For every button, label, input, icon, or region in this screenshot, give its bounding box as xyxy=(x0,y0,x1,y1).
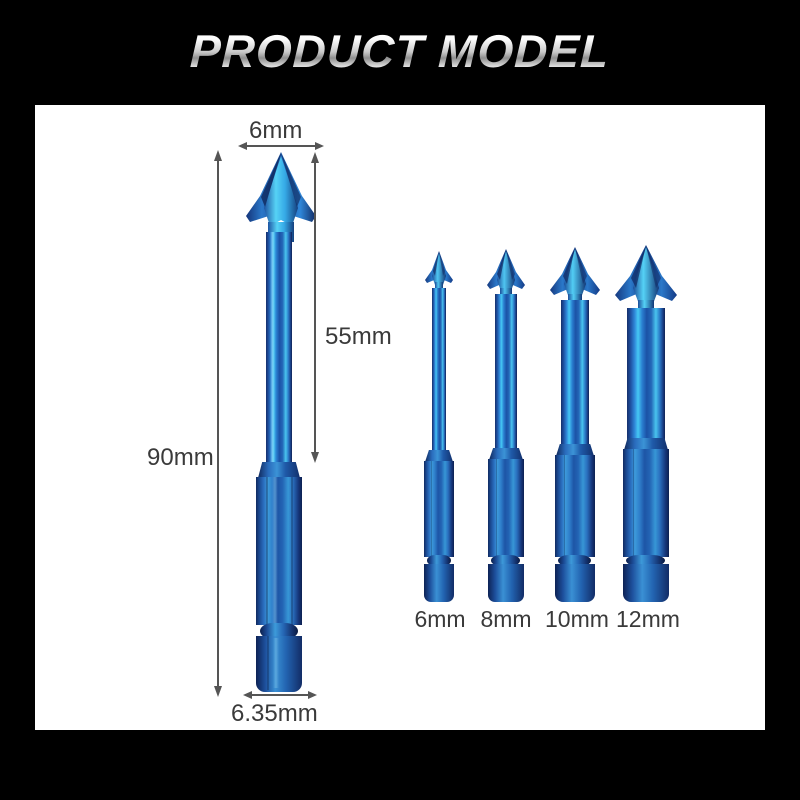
dimension-label-tip-width: 6mm xyxy=(249,117,303,144)
dimension-label-flute-length: 55mm xyxy=(325,323,392,350)
hex-shank-8mm xyxy=(488,459,524,557)
shank-shoulder-12mm xyxy=(624,438,668,450)
hex-facet-6mm xyxy=(431,461,433,557)
hex-shank xyxy=(256,477,302,625)
end-facet-line xyxy=(267,636,269,690)
dimension-line-tip-width xyxy=(243,145,317,147)
drill-shaft-10mm xyxy=(561,300,589,448)
size-label-8mm: 8mm xyxy=(480,606,532,632)
hex-facet-line-right xyxy=(291,477,293,625)
retaining-groove-12mm xyxy=(626,555,665,566)
drill-tip xyxy=(246,152,316,242)
shank-end-6mm xyxy=(424,564,454,602)
dimension-line-shank-width xyxy=(248,694,310,696)
retaining-groove-10mm xyxy=(558,555,591,566)
retaining-groove-6mm xyxy=(427,555,451,566)
shank-end-12mm xyxy=(623,564,669,602)
shank-shoulder xyxy=(258,462,300,478)
dimension-line-flute-length xyxy=(314,160,316,452)
arrow-left-shank-width xyxy=(243,691,252,699)
drill-shaft-12mm xyxy=(627,308,665,442)
size-label-6mm: 6mm xyxy=(414,606,466,632)
retaining-groove-8mm xyxy=(491,555,520,566)
hex-facet-10mm xyxy=(564,455,566,557)
arrow-up-flute-length xyxy=(311,152,319,163)
hex-shank-6mm xyxy=(424,461,454,557)
shank-shoulder-8mm xyxy=(489,448,523,460)
hex-shank-10mm xyxy=(555,455,595,557)
drill-tip-12mm xyxy=(615,245,677,316)
shank-shoulder-10mm xyxy=(556,444,594,456)
arrow-down-flute-length xyxy=(311,452,319,463)
drill-shaft xyxy=(266,232,292,468)
dimension-label-total-length: 90mm xyxy=(147,444,214,471)
arrow-right-shank-width xyxy=(308,691,317,699)
arrow-left-tip-width xyxy=(238,142,247,150)
shank-shoulder-6mm xyxy=(425,450,453,462)
arrow-right-tip-width xyxy=(315,142,324,150)
hex-facet-8mm xyxy=(496,459,498,557)
shank-end-10mm xyxy=(555,564,595,602)
hex-facet-line-left xyxy=(266,477,268,625)
retaining-groove xyxy=(260,623,298,639)
arrow-up-total-length xyxy=(214,150,222,161)
arrow-down-total-length xyxy=(214,686,222,697)
size-label-10mm: 10mm xyxy=(545,606,609,632)
dimension-label-shank-width: 6.35mm xyxy=(231,700,318,727)
drill-shaft-8mm xyxy=(495,294,517,452)
drill-shaft-6mm xyxy=(432,288,446,454)
hex-facet-12mm xyxy=(633,449,635,557)
shank-end-8mm xyxy=(488,564,524,602)
dimension-line-total-length xyxy=(217,158,219,688)
shank-end xyxy=(256,636,302,692)
hex-shank-12mm xyxy=(623,449,669,557)
size-label-12mm: 12mm xyxy=(616,606,680,632)
